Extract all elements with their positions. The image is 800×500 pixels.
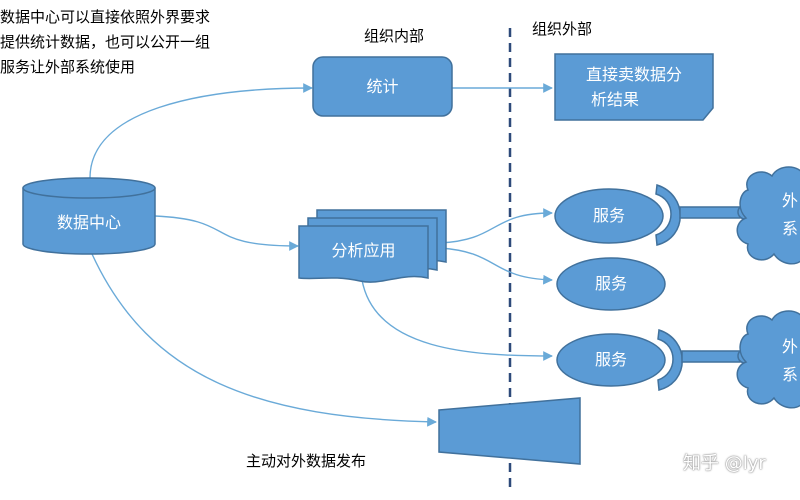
publish-trapezoid: [438, 397, 581, 465]
label-statistics: 统计: [366, 77, 399, 96]
external-system-cloud-2: [736, 310, 800, 409]
analysis-app-documents: [298, 209, 447, 283]
connector-analysis-to-service-2: [439, 247, 553, 285]
connector-datacenter-to-publish: [91, 253, 437, 427]
description-line-2: 提供统计数据，也可以公开一组: [0, 33, 211, 51]
sell-results-box: [554, 53, 714, 121]
header-inside: 组织内部: [364, 27, 425, 45]
connector-datacenter-to-analysis: [154, 215, 299, 251]
label-sell-results-1: 直接卖数据分: [585, 65, 682, 84]
description-line-1: 数据中心可以直接依照外界要求: [0, 8, 211, 26]
label-external-2-a: 外: [781, 337, 798, 356]
label-analysis-app: 分析应用: [331, 241, 396, 260]
label-service-1: 服务: [592, 206, 625, 225]
label-external-2-b: 系: [781, 365, 798, 384]
watermark: 知乎 @lyr: [683, 453, 766, 474]
publish-label: 主动对外数据发布: [246, 452, 367, 470]
statistics-box: [312, 56, 453, 117]
connector-datacenter-to-statistics: [89, 83, 313, 179]
label-external-1-b: 系: [781, 219, 798, 238]
service-ellipse-1: [554, 188, 664, 244]
label-sell-results-2: 析结果: [590, 90, 639, 109]
external-system-cloud-1: [736, 166, 800, 265]
label-data-center: 数据中心: [56, 213, 121, 232]
connector-analysis-to-service-1: [439, 208, 553, 244]
connector-analysis-to-service-3: [361, 279, 553, 361]
label-external-1-a: 外: [781, 191, 798, 210]
label-service-2: 服务: [594, 274, 627, 293]
service-interface-3: [657, 329, 753, 391]
label-service-3: 服务: [594, 350, 627, 369]
service-ellipse-2: [556, 257, 666, 311]
data-center-cylinder: [22, 177, 156, 255]
description-line-3: 服务让外部系统使用: [0, 58, 136, 76]
header-outside: 组织外部: [532, 20, 593, 38]
service-ellipse-3: [556, 333, 666, 387]
